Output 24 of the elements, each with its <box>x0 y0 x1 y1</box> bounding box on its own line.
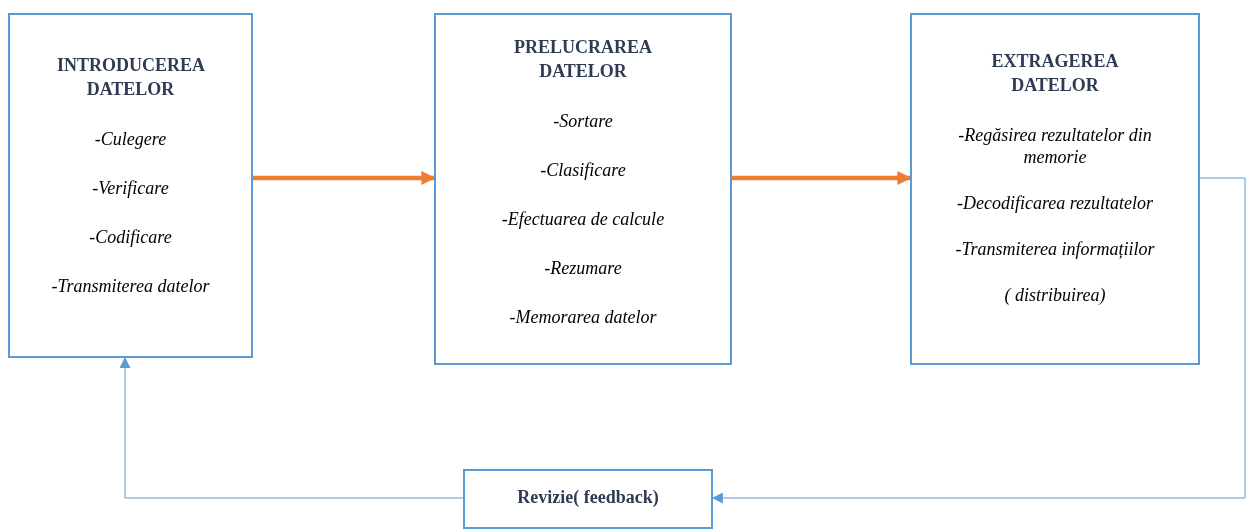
list-item: -Decodificarea rezultatelor <box>955 192 1155 214</box>
list-item: -Rezumare <box>543 257 623 279</box>
process-box <box>8 13 253 358</box>
arrow <box>253 171 436 185</box>
list-item: -Codificare <box>88 226 173 248</box>
list-item: -Clasificare <box>539 159 627 181</box>
list-item: -Memorarea datelor <box>508 306 658 328</box>
list-item: -Culegere <box>93 128 168 150</box>
process-box <box>434 13 732 365</box>
list-item: -Sortare <box>552 110 614 132</box>
box-title: PRELUCRAREA DATELOR <box>513 36 653 83</box>
list-item: -Regăsirea rezultatelor din memorie <box>957 124 1153 168</box>
list-item: -Transmiterea informațiilor <box>954 238 1156 260</box>
list-item: ( distribuirea) <box>1003 284 1107 306</box>
list-item: -Transmiterea datelor <box>50 275 211 297</box>
feedback-box <box>463 469 713 529</box>
arrow <box>732 171 912 185</box>
arrow <box>119 356 464 499</box>
box-title: INTRODUCEREA DATELOR <box>56 54 206 101</box>
list-item: -Efectuarea de calcule <box>500 208 666 230</box>
box-title: Revizie( feedback) <box>516 486 660 509</box>
list-item: -Verificare <box>91 177 170 199</box>
process-box <box>910 13 1200 365</box>
box-title: EXTRAGEREA DATELOR <box>990 50 1120 97</box>
